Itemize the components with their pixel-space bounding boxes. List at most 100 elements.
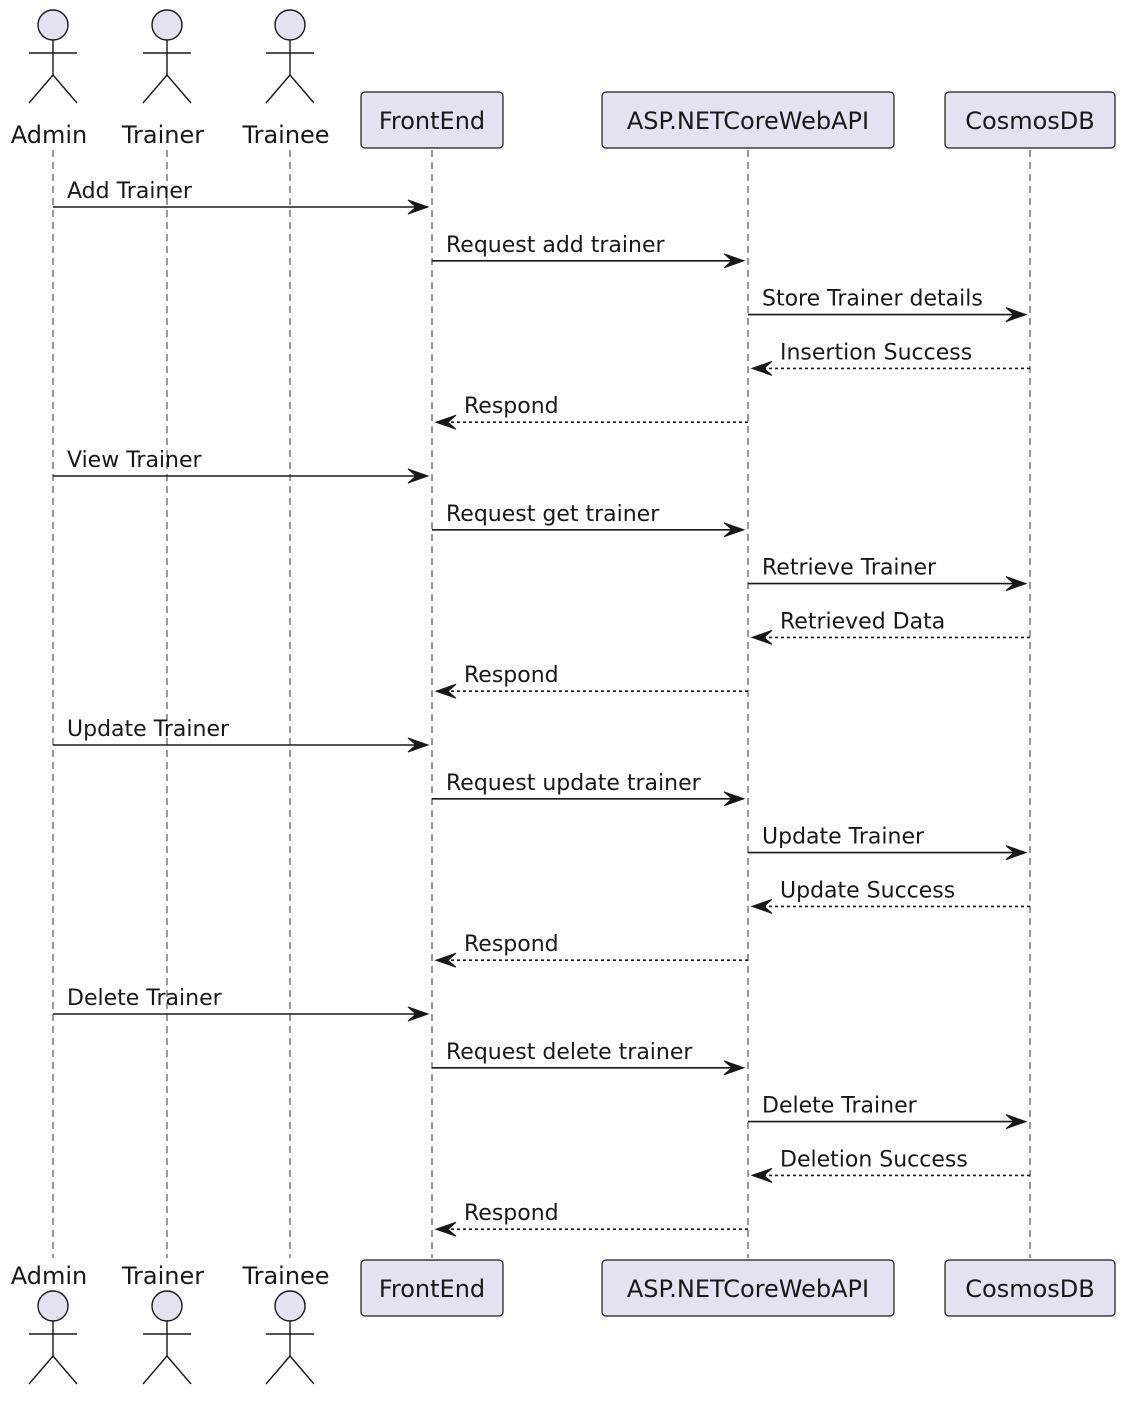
actor-admin-figure-icon xyxy=(28,1290,78,1385)
participant-label: ASP.NETCoreWebAPI xyxy=(627,1275,869,1303)
participant-label: CosmosDB xyxy=(965,1275,1094,1303)
actor-left-leg xyxy=(265,74,291,104)
message-request-add-trainer: Request add trainer xyxy=(432,233,746,269)
actor-right-leg xyxy=(52,1355,78,1385)
message-label: Update Trainer xyxy=(67,717,230,742)
message-store-trainer-details: Store Trainer details xyxy=(748,287,1028,323)
actor-trainee-figure-icon xyxy=(265,9,315,104)
message-respond: Respond xyxy=(434,394,748,430)
arrowhead-icon xyxy=(750,360,773,376)
actor-trainee-top: Trainee xyxy=(241,9,330,149)
message-label: Update Trainer xyxy=(762,825,925,850)
arrowhead-icon xyxy=(1005,307,1028,323)
participant-api-top: ASP.NETCoreWebAPI xyxy=(601,91,895,149)
participant-frontend-bottom: FrontEnd xyxy=(360,1259,504,1317)
arrowhead-icon xyxy=(1005,576,1028,592)
arrowhead-icon xyxy=(407,737,430,753)
arrowhead-icon xyxy=(434,952,457,968)
actor-trainer-figure-icon xyxy=(142,9,192,104)
message-insertion-success: Insertion Success xyxy=(750,340,1030,376)
message-request-delete-trainer: Request delete trainer xyxy=(432,1040,746,1076)
arrowhead-icon xyxy=(750,898,773,914)
message-label: Retrieved Data xyxy=(780,609,945,634)
arrowhead-icon xyxy=(434,414,457,430)
actor-admin-bottom: Admin xyxy=(11,1262,88,1385)
actor-right-leg xyxy=(166,1355,192,1385)
message-update-success: Update Success xyxy=(750,878,1030,914)
participant-box xyxy=(360,91,504,149)
message-label: Respond xyxy=(464,932,559,957)
arrowhead-icon xyxy=(434,683,457,699)
message-request-update-trainer: Request update trainer xyxy=(432,771,746,807)
message-label: Add Trainer xyxy=(67,179,193,204)
participant-label: FrontEnd xyxy=(379,1275,485,1303)
arrowhead-icon xyxy=(407,199,430,215)
actor-left-leg xyxy=(28,74,54,104)
message-request-get-trainer: Request get trainer xyxy=(432,502,746,538)
actor-head xyxy=(151,9,183,41)
actor-head xyxy=(37,1290,69,1322)
message-label: Request delete trainer xyxy=(446,1040,693,1065)
arrowhead-icon xyxy=(723,791,746,807)
actor-left-leg xyxy=(142,1355,168,1385)
participant-cosmos-top: CosmosDB xyxy=(944,91,1116,149)
actor-head xyxy=(274,1290,306,1322)
message-view-trainer: View Trainer xyxy=(53,448,430,484)
message-label: Respond xyxy=(464,394,559,419)
actor-trainer-top: Trainer xyxy=(121,9,204,149)
participant-label: FrontEnd xyxy=(379,107,485,135)
message-respond: Respond xyxy=(434,932,748,968)
message-label: View Trainer xyxy=(67,448,203,473)
participant-frontend-top: FrontEnd xyxy=(360,91,504,149)
arrowhead-icon xyxy=(407,1006,430,1022)
actor-admin-figure-icon xyxy=(28,9,78,104)
participant-label: ASP.NETCoreWebAPI xyxy=(627,107,869,135)
participant-label: CosmosDB xyxy=(965,107,1094,135)
message-respond: Respond xyxy=(434,663,748,699)
message-label: Deletion Success xyxy=(780,1147,968,1172)
actor-right-leg xyxy=(166,74,192,104)
participant-box xyxy=(360,1259,504,1317)
actor-label: Admin xyxy=(11,1262,88,1290)
message-label: Respond xyxy=(464,1201,559,1226)
actor-label: Trainer xyxy=(121,1262,204,1290)
arrowhead-icon xyxy=(723,253,746,269)
actor-trainer-figure-icon xyxy=(142,1290,192,1385)
message-delete-trainer: Delete Trainer xyxy=(53,986,430,1022)
message-label: Request update trainer xyxy=(446,771,702,796)
actor-left-leg xyxy=(28,1355,54,1385)
participant-box xyxy=(601,1259,895,1317)
participant-box xyxy=(944,91,1116,149)
actor-trainee-bottom: Trainee xyxy=(241,1262,330,1385)
message-label: Insertion Success xyxy=(780,340,972,365)
actor-left-leg xyxy=(142,74,168,104)
message-label: Request get trainer xyxy=(446,502,660,527)
participant-box xyxy=(944,1259,1116,1317)
message-label: Request add trainer xyxy=(446,233,666,258)
actor-left-leg xyxy=(265,1355,291,1385)
actor-label: Trainer xyxy=(121,121,204,149)
message-update-trainer: Update Trainer xyxy=(53,717,430,753)
message-label: Delete Trainer xyxy=(762,1094,918,1119)
participants-bottom: Admin Trainer Trainee FrontEnd ASP.NETCoreWe… xyxy=(11,1259,1116,1385)
actor-head xyxy=(274,9,306,41)
lifelines xyxy=(52,150,1031,1258)
arrowhead-icon xyxy=(750,1167,773,1183)
message-label: Delete Trainer xyxy=(67,986,223,1011)
message-label: Retrieve Trainer xyxy=(762,556,937,581)
actor-right-leg xyxy=(289,74,315,104)
actor-label: Trainee xyxy=(241,1262,329,1290)
participant-cosmos-bottom: CosmosDB xyxy=(944,1259,1116,1317)
arrowhead-icon xyxy=(1005,845,1028,861)
actor-head xyxy=(151,1290,183,1322)
actor-label: Trainee xyxy=(241,121,329,149)
message-retrieve-trainer: Retrieve Trainer xyxy=(748,556,1028,592)
actor-right-leg xyxy=(289,1355,315,1385)
message-update-trainer: Update Trainer xyxy=(748,825,1028,861)
actor-trainee-figure-icon xyxy=(265,1290,315,1385)
actor-trainer-bottom: Trainer xyxy=(121,1262,204,1385)
arrowhead-icon xyxy=(723,1060,746,1076)
